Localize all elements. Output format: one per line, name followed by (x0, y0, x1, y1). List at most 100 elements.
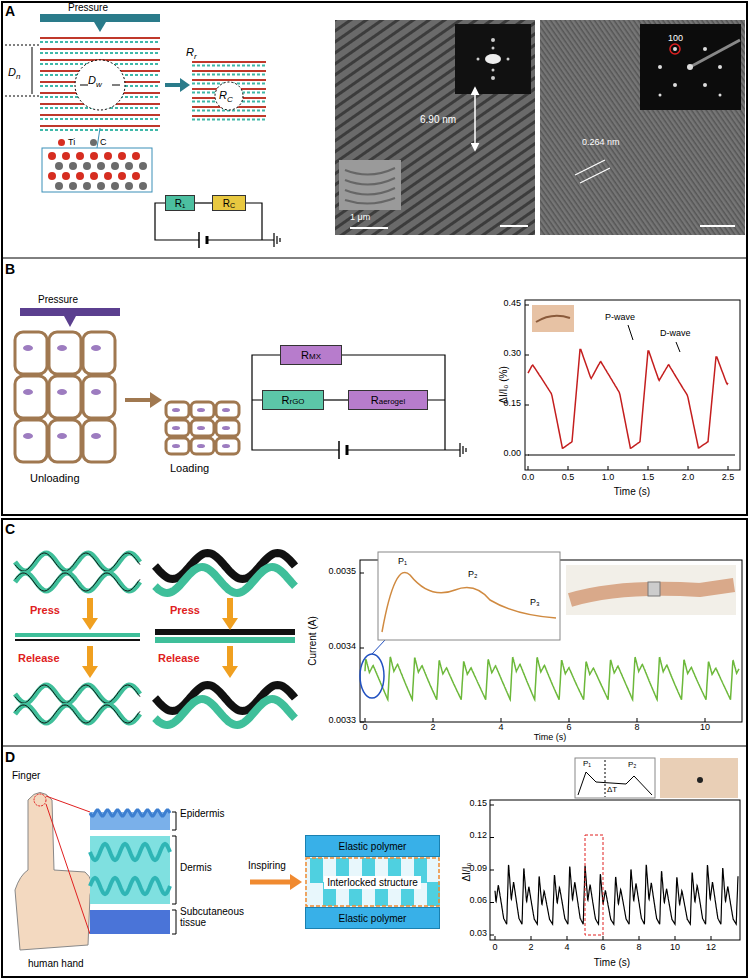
rect-shape (191, 420, 214, 436)
line-shape (5, 45, 40, 46)
line-shape (192, 74, 266, 76)
line-shape (15, 633, 140, 637)
rect-shape (83, 376, 115, 418)
figure-label: n (16, 73, 20, 82)
g-shape (48, 152, 147, 190)
rect-shape (532, 305, 574, 332)
circle-shape (215, 82, 243, 110)
line-shape (365, 718, 366, 722)
figure-label: Subcutaneous tissue (180, 906, 246, 928)
line-shape (433, 718, 434, 722)
figure-label: Press (170, 604, 200, 616)
path-shape (274, 233, 280, 247)
figure-label: 12 (706, 943, 716, 953)
circuit-or-layer-box: Raerogel (348, 390, 428, 410)
figure-label: 2.5 (722, 473, 735, 483)
figure-label: 0 (492, 943, 497, 953)
circle-shape (125, 182, 133, 190)
line-shape (608, 466, 609, 470)
circle-shape (492, 47, 495, 50)
line-shape (531, 936, 532, 940)
figure-label: B (5, 262, 15, 277)
path-shape (15, 705, 140, 723)
line-shape (350, 227, 388, 229)
box-text: R (371, 394, 379, 406)
path-shape (155, 699, 295, 725)
path-shape (15, 553, 140, 571)
rect-shape (49, 420, 81, 462)
circle-shape (703, 47, 707, 51)
rect-shape (90, 910, 170, 934)
rect-shape (191, 438, 214, 454)
figure-label: 1 μm (350, 213, 370, 223)
figure-label: Time (s) (534, 733, 567, 743)
figure-label: Pressure (68, 2, 108, 13)
ellipse-shape (57, 433, 67, 439)
figure-label: 0.5 (562, 473, 575, 483)
line-shape (700, 225, 735, 227)
rect-shape (585, 835, 603, 935)
legend-swatch (90, 139, 97, 146)
box-text: R₁ (175, 198, 186, 209)
figure-label: 10 (670, 943, 680, 953)
circle-shape (34, 794, 46, 806)
rect-shape (15, 420, 47, 462)
path-shape (15, 573, 140, 591)
figure-label: Current (A) (307, 616, 318, 665)
circle-shape (718, 65, 722, 69)
line-shape (192, 79, 266, 81)
rect-shape (90, 836, 170, 904)
line-shape (360, 573, 364, 574)
ellipse-shape (91, 433, 101, 439)
path-shape (495, 865, 738, 924)
circle-shape (97, 182, 105, 190)
figure-label: Release (18, 652, 60, 664)
line-shape (372, 640, 385, 654)
rect-shape (49, 376, 81, 418)
g-shape (192, 62, 266, 120)
circle-shape (111, 162, 119, 170)
line-shape (490, 935, 494, 936)
rect-shape (216, 420, 239, 436)
path-shape (15, 705, 140, 723)
path-shape (15, 685, 140, 703)
g-shape (15, 332, 239, 462)
rect-shape (191, 402, 214, 418)
rect-shape (660, 758, 738, 798)
rect-shape (305, 857, 440, 907)
legend-item: Ti (58, 137, 75, 147)
circuit-or-layer-box: RC (212, 195, 246, 211)
ellipse-shape (23, 345, 33, 351)
figure-label: R (219, 89, 227, 101)
ellipse-shape (360, 654, 384, 698)
circle-shape (118, 172, 126, 180)
line-shape (525, 355, 529, 356)
path-shape (94, 22, 106, 32)
rect-shape (575, 758, 655, 798)
circle-shape (492, 69, 495, 72)
circle-shape (62, 172, 70, 180)
circle-shape (104, 172, 112, 180)
line-shape (338, 441, 340, 459)
circle-shape (75, 60, 125, 110)
box-text: R (223, 198, 230, 209)
circuit-or-layer-box: Elastic polymer (305, 835, 440, 857)
path-shape (345, 168, 395, 204)
ellipse-shape (222, 444, 230, 448)
line-shape (192, 65, 266, 67)
figure-label: 6 (566, 723, 571, 733)
line-shape (500, 225, 528, 227)
figure-label: C (227, 96, 233, 105)
figure-label: D-wave (660, 329, 691, 339)
circle-shape (659, 94, 662, 97)
path-shape (90, 878, 170, 894)
circle-shape (673, 47, 677, 51)
ellipse-shape (57, 389, 67, 395)
line-shape (15, 639, 140, 641)
figure-label: 0.03 (469, 929, 487, 939)
figure-label: Dermis (180, 862, 212, 873)
box-text: Interlocked structure (324, 876, 421, 889)
rect-shape (566, 565, 736, 615)
rect-shape (42, 148, 152, 192)
line-shape (569, 718, 570, 722)
